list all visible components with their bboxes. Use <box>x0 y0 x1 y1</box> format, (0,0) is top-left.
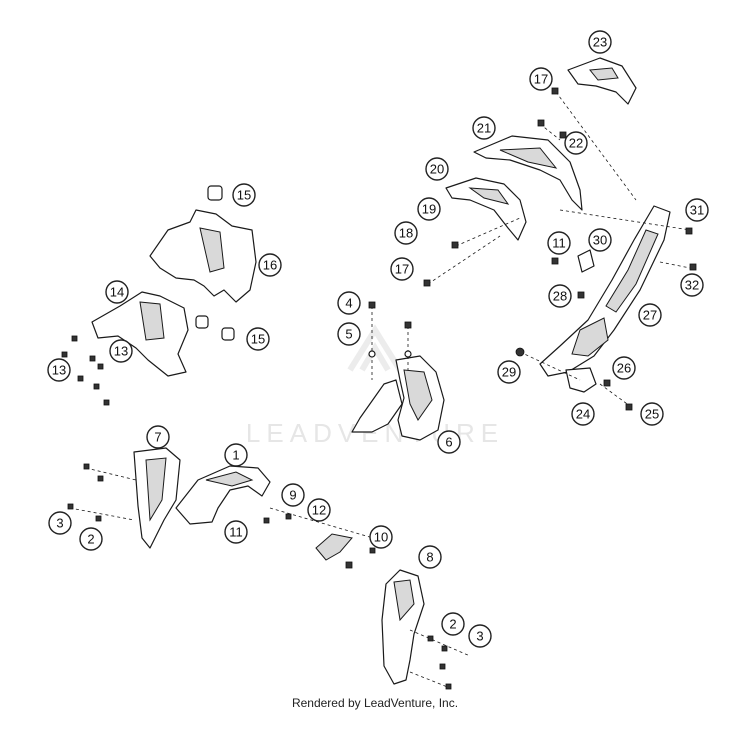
svg-text:23: 23 <box>593 35 607 50</box>
svg-text:13: 13 <box>52 363 66 378</box>
callout-20[interactable]: 20 <box>425 157 449 181</box>
callout-27[interactable]: 27 <box>638 303 662 327</box>
svg-text:15: 15 <box>251 332 265 347</box>
svg-text:19: 19 <box>422 202 436 217</box>
svg-text:3: 3 <box>56 516 63 531</box>
part-14 <box>91 291 189 377</box>
part-27 <box>539 205 671 377</box>
callout-32[interactable]: 32 <box>680 273 704 297</box>
callout-15b[interactable]: 15 <box>246 327 270 351</box>
part-20 <box>445 177 527 241</box>
callout-21[interactable]: 21 <box>472 116 496 140</box>
callout-29[interactable]: 29 <box>497 360 521 384</box>
svg-text:17: 17 <box>534 72 548 87</box>
callout-15a[interactable]: 15 <box>232 183 256 207</box>
svg-text:2: 2 <box>449 617 456 632</box>
callout-1[interactable]: 1 <box>224 443 248 467</box>
callout-6[interactable]: 6 <box>437 430 461 454</box>
svg-text:11: 11 <box>229 525 243 540</box>
callout-11a[interactable]: 11 <box>547 231 571 255</box>
svg-text:13: 13 <box>114 344 128 359</box>
part-23 <box>567 57 637 105</box>
callout-10[interactable]: 10 <box>369 525 393 549</box>
svg-text:24: 24 <box>576 407 590 422</box>
callout-17b[interactable]: 17 <box>390 257 414 281</box>
bolts-top-right <box>423 87 697 411</box>
svg-text:17: 17 <box>395 262 409 277</box>
svg-text:10: 10 <box>374 530 388 545</box>
svg-text:25: 25 <box>645 407 659 422</box>
callout-26[interactable]: 26 <box>612 356 636 380</box>
callout-13a[interactable]: 13 <box>109 339 133 363</box>
svg-text:1: 1 <box>232 448 239 463</box>
callout-31[interactable]: 31 <box>685 198 709 222</box>
svg-text:8: 8 <box>426 550 433 565</box>
callout-11b[interactable]: 11 <box>224 520 248 544</box>
svg-text:3: 3 <box>476 629 483 644</box>
svg-text:2: 2 <box>87 532 94 547</box>
callout-18[interactable]: 18 <box>394 221 418 245</box>
callout-22[interactable]: 22 <box>564 131 588 155</box>
callout-25[interactable]: 25 <box>640 402 664 426</box>
callout-23[interactable]: 23 <box>588 30 612 54</box>
svg-text:9: 9 <box>289 488 296 503</box>
svg-text:32: 32 <box>685 278 699 293</box>
part-15b <box>195 315 235 341</box>
svg-text:26: 26 <box>617 361 631 376</box>
part-6 <box>351 355 445 441</box>
part-21 <box>473 135 583 211</box>
svg-text:16: 16 <box>263 258 277 273</box>
callout-5[interactable]: 5 <box>337 322 361 346</box>
bolts-bottom <box>67 463 452 690</box>
svg-text:27: 27 <box>643 308 657 323</box>
callout-3a[interactable]: 3 <box>48 511 72 535</box>
svg-text:15: 15 <box>237 188 251 203</box>
callout-13b[interactable]: 13 <box>47 358 71 382</box>
svg-text:29: 29 <box>502 365 516 380</box>
callout-2a[interactable]: 2 <box>79 527 103 551</box>
svg-text:7: 7 <box>154 430 161 445</box>
svg-text:30: 30 <box>593 233 607 248</box>
part-30 <box>577 249 595 273</box>
part-15a <box>207 185 223 201</box>
part-10 <box>315 533 353 561</box>
svg-text:5: 5 <box>345 327 352 342</box>
part-16 <box>149 209 257 303</box>
callout-12[interactable]: 12 <box>307 498 331 522</box>
bolts-left <box>61 335 110 406</box>
svg-text:6: 6 <box>445 435 452 450</box>
footer-credit: Rendered by LeadVenture, Inc. <box>291 696 459 710</box>
part-26 <box>565 367 597 393</box>
callout-4[interactable]: 4 <box>337 291 361 315</box>
callout-19[interactable]: 19 <box>417 197 441 221</box>
callout-28[interactable]: 28 <box>548 284 572 308</box>
callout-3b[interactable]: 3 <box>468 624 492 648</box>
callout-7[interactable]: 7 <box>146 425 170 449</box>
callout-30[interactable]: 30 <box>588 228 612 252</box>
part-8 <box>381 569 425 685</box>
svg-text:20: 20 <box>430 162 444 177</box>
svg-text:31: 31 <box>690 203 704 218</box>
callout-24[interactable]: 24 <box>571 402 595 426</box>
callout-14[interactable]: 14 <box>105 280 129 304</box>
callout-16[interactable]: 16 <box>258 253 282 277</box>
svg-text:11: 11 <box>552 236 566 251</box>
callout-17[interactable]: 17 <box>529 67 553 91</box>
svg-text:18: 18 <box>399 226 413 241</box>
part-7 <box>133 447 181 549</box>
callouts: 23 17 21 22 20 19 18 17 31 11 30 32 28 2… <box>47 30 709 648</box>
svg-text:21: 21 <box>477 121 491 136</box>
callout-9[interactable]: 9 <box>281 483 305 507</box>
callout-8[interactable]: 8 <box>418 545 442 569</box>
svg-text:14: 14 <box>110 285 124 300</box>
svg-text:4: 4 <box>345 296 352 311</box>
svg-text:22: 22 <box>569 136 583 151</box>
part-1 <box>175 465 271 525</box>
svg-text:12: 12 <box>312 503 326 518</box>
svg-text:28: 28 <box>553 289 567 304</box>
callout-2b[interactable]: 2 <box>441 612 465 636</box>
